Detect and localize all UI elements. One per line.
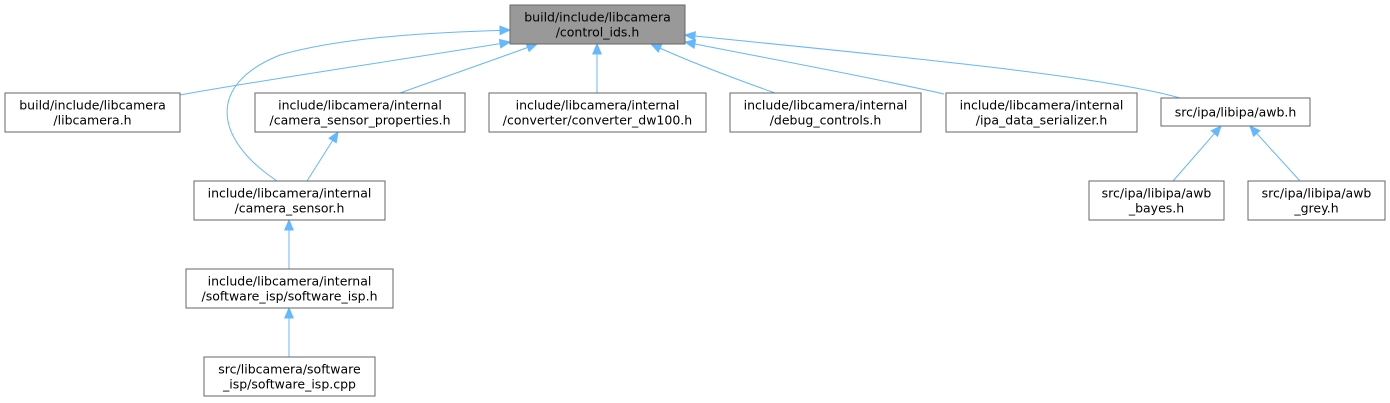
arrowhead-icon — [1249, 125, 1261, 138]
node-awb-grey-h[interactable]: src/ipa/libipa/awb_grey.h — [1247, 180, 1386, 221]
edges-layer — [179, 25, 1301, 357]
edge-ipa_data_serializer_h-to-root — [683, 39, 945, 95]
node-software-isp-cpp[interactable]: src/libcamera/software_isp/software_isp.… — [203, 356, 376, 397]
node-label-line: include/libcamera/internal — [960, 98, 1124, 113]
node-box — [488, 92, 707, 133]
edge-line — [684, 41, 945, 95]
edge-line — [1249, 125, 1301, 182]
node-label-line: include/libcamera/internal — [208, 274, 372, 289]
node-root[interactable]: build/include/libcamera/control_ids.h — [509, 4, 686, 45]
arrowhead-icon — [498, 38, 512, 49]
edge-line — [399, 43, 538, 94]
node-label-line: src/ipa/libipa/awb.h — [1175, 105, 1297, 120]
node-camera-sensor-properties-h[interactable]: include/libcamera/internal/camera_sensor… — [254, 92, 466, 133]
edge-converter_dw100_h-to-root — [592, 42, 602, 93]
node-box — [254, 92, 466, 133]
node-box — [203, 356, 376, 397]
edge-camera_sensor_properties_h-to-root — [399, 43, 539, 94]
nodes-layer: build/include/libcamera/control_ids.hbui… — [4, 4, 1386, 397]
arrowhead-icon — [683, 31, 696, 41]
node-box — [1088, 180, 1225, 221]
node-box — [1160, 97, 1311, 127]
node-box — [4, 92, 181, 133]
node-label-line: include/libcamera/internal — [278, 98, 442, 113]
node-awb-bayes-h[interactable]: src/ipa/libipa/awb_bayes.h — [1088, 180, 1225, 221]
node-label-line: /camera_sensor_properties.h — [269, 113, 450, 128]
node-label-line: /control_ids.h — [556, 25, 640, 40]
node-converter-dw100-h[interactable]: include/libcamera/internal/converter/con… — [488, 92, 707, 133]
node-label-line: src/ipa/libipa/awb — [1262, 186, 1372, 201]
node-libcamera-h[interactable]: build/include/libcamera/libcamera.h — [4, 92, 181, 133]
edge-awb_bayes_h-to-awb_h — [1172, 125, 1222, 182]
node-label-line: include/libcamera/internal — [516, 98, 680, 113]
node-ipa-data-serializer-h[interactable]: include/libcamera/internal/ipa_data_seri… — [945, 92, 1138, 133]
node-label-line: src/libcamera/software — [218, 362, 361, 377]
node-label-line: _grey.h — [1293, 201, 1338, 216]
node-label-line: /converter/converter_dw100.h — [503, 113, 692, 128]
arrowhead-icon — [284, 218, 294, 231]
node-camera-sensor-h[interactable]: include/libcamera/internal/camera_sensor… — [193, 180, 386, 221]
node-label-line: /debug_controls.h — [770, 113, 882, 128]
node-label-line: include/libcamera/internal — [744, 98, 908, 113]
node-software-isp-h[interactable]: include/libcamera/internal/software_isp/… — [185, 268, 394, 309]
edge-awb_h-to-root — [683, 31, 1181, 99]
node-label-line: _bayes.h — [1128, 201, 1184, 216]
arrowhead-icon — [1210, 125, 1222, 138]
arrowhead-icon — [683, 39, 697, 49]
node-label-line: build/include/libcamera — [19, 98, 166, 113]
edge-camera_sensor_h-to-root — [226, 25, 512, 182]
node-label-line: /camera_sensor.h — [235, 201, 345, 216]
arrowhead-icon — [328, 130, 339, 144]
node-label-line: _isp/software_isp.cpp — [222, 377, 356, 392]
arrowhead-icon — [649, 43, 663, 53]
node-box — [729, 92, 922, 133]
node-label-line: src/ipa/libipa/awb — [1102, 186, 1212, 201]
node-box — [509, 4, 686, 45]
node-box — [193, 180, 386, 221]
edge-software_isp_h-to-camera_sensor_h — [284, 218, 294, 269]
edge-line — [179, 41, 511, 96]
edge-libcamera_h-to-root — [179, 38, 512, 96]
edge-line — [226, 29, 511, 182]
node-label-line: include/libcamera/internal — [208, 186, 372, 201]
arrowhead-icon — [592, 42, 602, 55]
node-label-line: /libcamera.h — [53, 113, 131, 128]
edge-line — [1172, 125, 1222, 182]
node-label-line: /software_isp/software_isp.h — [201, 289, 377, 304]
node-label-line: /ipa_data_serializer.h — [976, 113, 1108, 128]
edge-software_isp_cpp-to-software_isp_h — [284, 306, 294, 357]
arrowhead-icon — [525, 43, 539, 53]
node-box — [945, 92, 1138, 133]
node-label-line: build/include/libcamera — [524, 10, 671, 25]
node-box — [185, 268, 394, 309]
edge-line — [684, 34, 1181, 99]
node-awb-h[interactable]: src/ipa/libipa/awb.h — [1160, 97, 1311, 127]
node-box — [1247, 180, 1386, 221]
node-debug-controls-h[interactable]: include/libcamera/internal/debug_control… — [729, 92, 922, 133]
edge-awb_grey_h-to-awb_h — [1249, 125, 1301, 182]
edge-debug_controls_h-to-root — [649, 43, 776, 94]
arrowhead-icon — [284, 306, 294, 319]
edge-line — [650, 43, 776, 94]
arrowhead-icon — [499, 25, 512, 36]
edge-camera_sensor_h-to-camera_sensor_properties_h — [306, 130, 339, 182]
